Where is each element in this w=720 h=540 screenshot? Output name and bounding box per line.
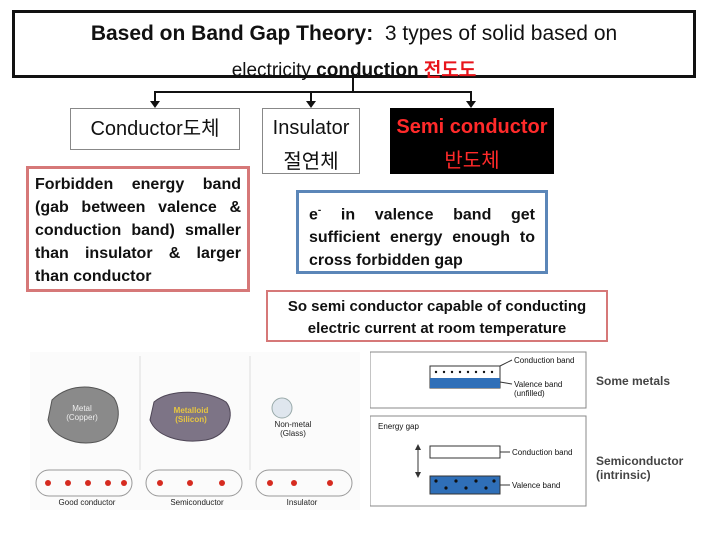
- title-box: Based on Band Gap Theory: 3 types of sol…: [12, 10, 696, 78]
- category-insulator: Insulator 절연체: [262, 108, 360, 174]
- category-semiconductor: Semi conductor 반도체: [390, 108, 554, 174]
- semiconductor-label: Semiconductor: [162, 498, 232, 507]
- insulator-label: Insulator: [272, 498, 332, 507]
- nonmetal-label-line-1: Non-metal: [268, 420, 318, 429]
- title-rest: 3 types of solid based on: [385, 22, 617, 45]
- metal-label-line-1: Metal: [60, 404, 104, 413]
- metalloid-label-line-1: Metalloid: [166, 406, 216, 415]
- valence-band-label: Valence band: [512, 481, 560, 490]
- semiconductor-intrinsic-label: Semiconductor (intrinsic): [596, 454, 683, 482]
- title-bold: Based on Band Gap Theory:: [91, 22, 373, 45]
- category-semiconductor-label: Semi conductor: [390, 116, 554, 139]
- semiconductor-description-text: in valence band get sufficient energy en…: [309, 206, 535, 269]
- arrow-left-icon: [150, 101, 160, 108]
- good-conductor-label: Good conductor: [52, 498, 122, 507]
- arrow-middle-icon: [306, 101, 316, 108]
- category-semiconductor-korean: 반도체: [390, 144, 554, 173]
- title-line-2: electricity conduction 전도도: [15, 55, 693, 82]
- metal-label-line-2: (Copper): [60, 413, 104, 422]
- conclusion-text: So semi conductor capable of conducting …: [266, 290, 608, 342]
- semiconductor-description: e- in valence band get sufficient energy…: [296, 190, 548, 274]
- title-line-1: Based on Band Gap Theory: 3 types of sol…: [15, 22, 693, 46]
- arrow-right-icon: [466, 101, 476, 108]
- semiconductor-intrinsic-line-2: (intrinsic): [596, 468, 683, 482]
- metal-label: Metal (Copper): [60, 404, 104, 422]
- nonmetal-label-line-2: (Glass): [268, 429, 318, 438]
- energy-gap-label: Energy gap: [378, 422, 419, 431]
- title-line2-prefix: electricity: [232, 60, 311, 81]
- category-insulator-korean: 절연체: [263, 145, 359, 174]
- valence-band-unfilled-line-2: (unfilled): [514, 389, 562, 398]
- conduction-band-label-bottom: Conduction band: [512, 448, 573, 457]
- title-korean: 전도도: [424, 60, 476, 81]
- conduction-band-label-top: Conduction band: [514, 356, 575, 365]
- connector-horizontal: [154, 91, 472, 93]
- valence-band-unfilled-line-1: Valence band: [514, 380, 562, 389]
- category-conductor: Conductor도체: [70, 108, 240, 150]
- title-line2-bold: conduction: [316, 60, 418, 81]
- conductor-description: Forbidden energy band (gab between valen…: [26, 166, 250, 292]
- valence-band-unfilled-label: Valence band (unfilled): [514, 380, 562, 398]
- metalloid-label: Metalloid (Silicon): [166, 406, 216, 424]
- metalloid-label-line-2: (Silicon): [166, 415, 216, 424]
- nonmetal-label: Non-metal (Glass): [268, 420, 318, 438]
- electron-symbol: e: [309, 206, 318, 223]
- band-diagram-figure: Conduction band Valence band (unfilled) …: [370, 348, 700, 510]
- connector-stem: [352, 78, 354, 92]
- materials-figure: Metal (Copper) Metalloid (Silicon) Non-m…: [30, 352, 360, 510]
- some-metals-label: Some metals: [596, 374, 670, 388]
- semiconductor-intrinsic-line-1: Semiconductor: [596, 454, 683, 468]
- category-insulator-label: Insulator: [263, 117, 359, 140]
